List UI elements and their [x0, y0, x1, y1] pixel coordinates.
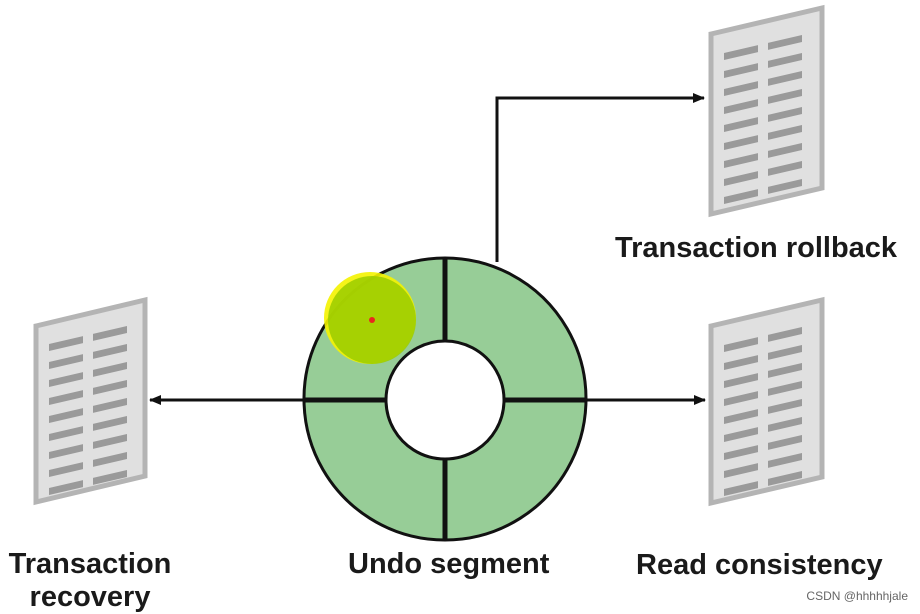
cursor-highlight [324, 272, 416, 364]
transaction-recovery-line2: recovery [29, 581, 151, 613]
watermark: CSDN @hhhhhjale [806, 589, 908, 603]
arrow-to-rollback [495, 93, 705, 262]
read-consistency-label: Read consistency [636, 549, 883, 581]
transaction-rollback-label: Transaction rollback [615, 232, 898, 264]
transaction-recovery-label: Transaction recovery [0, 548, 180, 614]
document-icon-read-consistency [708, 296, 825, 507]
transaction-recovery-line1: Transaction [8, 548, 172, 580]
document-icon-rollback [708, 4, 825, 218]
undo-segment-label: Undo segment [348, 548, 550, 580]
document-icon-recovery [33, 296, 148, 506]
